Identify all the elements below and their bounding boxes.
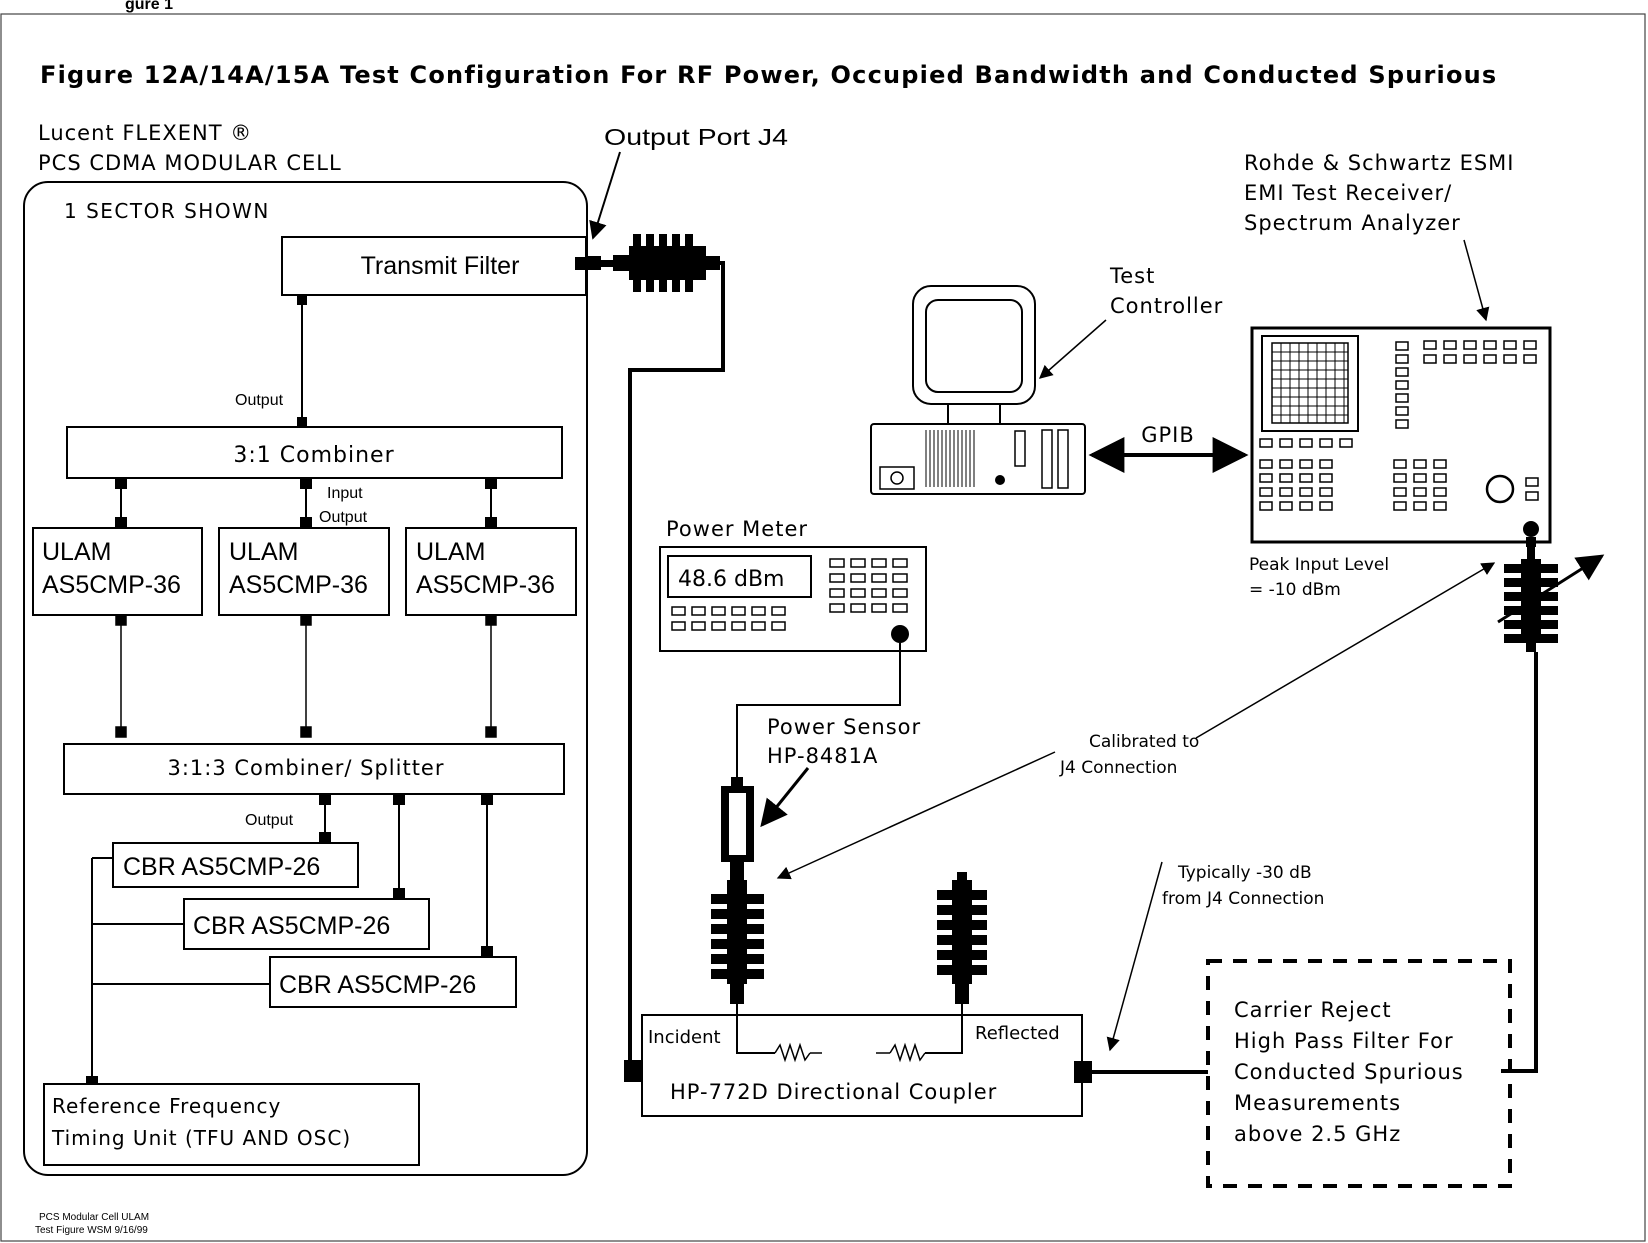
hpf-label-1: Carrier Reject	[1234, 998, 1392, 1022]
transmit-filter-label: Transmit Filter	[361, 252, 520, 280]
power-meter-label: Power Meter	[666, 517, 808, 541]
output-port-label: Output Port J4	[604, 124, 788, 150]
input-label: Input	[327, 485, 363, 502]
ulam-1: ULAM AS5CMP-36	[32, 527, 203, 616]
sensor-arrow	[760, 767, 810, 828]
analyzer-arrow	[1463, 239, 1490, 322]
transmit-filter-port	[575, 257, 587, 270]
peak-label-1: Peak Input Level	[1249, 555, 1389, 575]
power-meter-reading: 48.6 dBm	[678, 567, 784, 592]
controller-arrow	[1038, 319, 1107, 379]
cbr-3: CBR AS5CMP-26	[269, 956, 517, 1008]
hpf-label-3: Conducted Spurious	[1234, 1060, 1464, 1084]
footer-line2: Test Figure WSM 9/16/99	[35, 1225, 148, 1236]
modular-cell-enclosure	[23, 181, 588, 1176]
gpib-label: GPIB	[1141, 423, 1195, 447]
splitter-cbr-connectors	[319, 793, 493, 958]
sensor-cable	[736, 643, 901, 781]
svg-text:AS5CMP-36: AS5CMP-36	[416, 571, 555, 599]
combiner-ulam-connectors	[115, 477, 497, 529]
figure-title: Figure 12A/14A/15A Test Configuration Fo…	[40, 61, 1497, 89]
combiner-box	[66, 426, 563, 479]
analyzer-attenuator	[1504, 537, 1558, 652]
analyzer-label-1: Rohde & Schwartz ESMI	[1244, 151, 1515, 175]
analyzer-label-3: Spectrum Analyzer	[1244, 211, 1461, 235]
reflected-label: Reflected	[975, 1023, 1060, 1044]
incident-attenuator	[711, 880, 764, 1004]
coupler-label: HP-772D Directional Coupler	[670, 1080, 997, 1104]
ulam-splitter-connectors	[115, 614, 497, 738]
sector-label: 1 SECTOR SHOWN	[64, 199, 270, 223]
calibrated-arrow-to-sensor	[776, 751, 1056, 880]
high-pass-filter-box	[1206, 959, 1512, 1188]
analyzer-label-2: EMI Test Receiver/	[1244, 181, 1452, 205]
test-controller-computer	[870, 285, 1086, 495]
output-top-label: Output	[235, 392, 284, 409]
hpf-label-2: High Pass Filter For	[1234, 1029, 1454, 1053]
page-frame	[0, 13, 1646, 1242]
directional-coupler	[641, 1004, 1092, 1117]
ulam-3: ULAM AS5CMP-36	[405, 527, 577, 616]
typically-label-1: Typically -30 dB	[1177, 863, 1312, 883]
sensor-label-2: HP-8481A	[767, 744, 878, 768]
footer-line1: PCS Modular Cell ULAM	[39, 1212, 149, 1223]
typically-label-2: from J4 Connection	[1162, 889, 1324, 909]
calibrated-label-2: J4 Connection	[1059, 758, 1177, 778]
test-controller-label-1: Test	[1109, 264, 1155, 288]
timing-bus	[86, 857, 270, 1088]
cbr-1: CBR AS5CMP-26	[112, 842, 359, 888]
test-controller-label-2: Controller	[1110, 294, 1223, 318]
splitter-label: 3:1:3 Combiner/ Splitter	[167, 756, 444, 780]
calibrated-label-1: Calibrated to	[1089, 732, 1199, 752]
spectrum-analyzer	[1250, 326, 1552, 544]
cbr-2: CBR AS5CMP-26	[183, 898, 430, 950]
calibrated-arrow-to-attenuator	[1195, 562, 1496, 739]
svg-text:ULAM: ULAM	[42, 538, 111, 566]
variable-attenuator-arrow	[1497, 554, 1605, 624]
power-sensor	[721, 777, 754, 881]
incident-label: Incident	[648, 1027, 721, 1048]
svg-text:CBR AS5CMP-26: CBR AS5CMP-26	[279, 971, 476, 999]
svg-text:AS5CMP-36: AS5CMP-36	[42, 571, 181, 599]
peak-label-2: = -10 dBm	[1249, 580, 1341, 600]
reflected-terminator	[937, 872, 987, 1004]
cell-label-line2: PCS CDMA MODULAR CELL	[38, 151, 342, 175]
svg-text:Reference Frequency: Reference Frequency	[52, 1094, 281, 1118]
coupler-input-port	[624, 1060, 642, 1082]
j4-to-coupler-cable	[628, 261, 725, 1070]
typically-arrow	[1106, 861, 1163, 1052]
output-mid-label: Output	[319, 509, 368, 526]
combiner-top-port	[297, 417, 307, 427]
svg-text:ULAM: ULAM	[229, 538, 298, 566]
output-bottom-label: Output	[245, 812, 294, 829]
hpf-label-5: above 2.5 GHz	[1234, 1122, 1401, 1146]
power-meter	[659, 546, 927, 652]
cell-label-line1: Lucent FLEXENT ®	[38, 121, 252, 145]
svg-text:Timing Unit (TFU AND OSC): Timing Unit (TFU AND OSC)	[51, 1126, 351, 1150]
ulam-2: ULAM AS5CMP-36	[218, 527, 390, 616]
hpf-label-4: Measurements	[1234, 1091, 1401, 1115]
svg-text:CBR AS5CMP-26: CBR AS5CMP-26	[193, 912, 390, 940]
svg-text:AS5CMP-36: AS5CMP-36	[229, 571, 368, 599]
output-port-arrow	[589, 151, 621, 240]
transmit-filter-bottom-port	[297, 295, 307, 305]
combiner-label: 3:1 Combiner	[233, 443, 394, 468]
hpf-to-analyzer-cable	[1501, 652, 1538, 1073]
output-attenuator	[587, 234, 720, 292]
svg-text:CBR AS5CMP-26: CBR AS5CMP-26	[123, 853, 320, 881]
reference-frequency-unit: Reference Frequency Timing Unit (TFU AND…	[43, 1083, 420, 1166]
splitter-box	[63, 743, 565, 795]
svg-text:ULAM: ULAM	[416, 538, 485, 566]
header-fragment: gure 1	[125, 0, 173, 13]
sensor-label-1: Power Sensor	[767, 715, 921, 739]
